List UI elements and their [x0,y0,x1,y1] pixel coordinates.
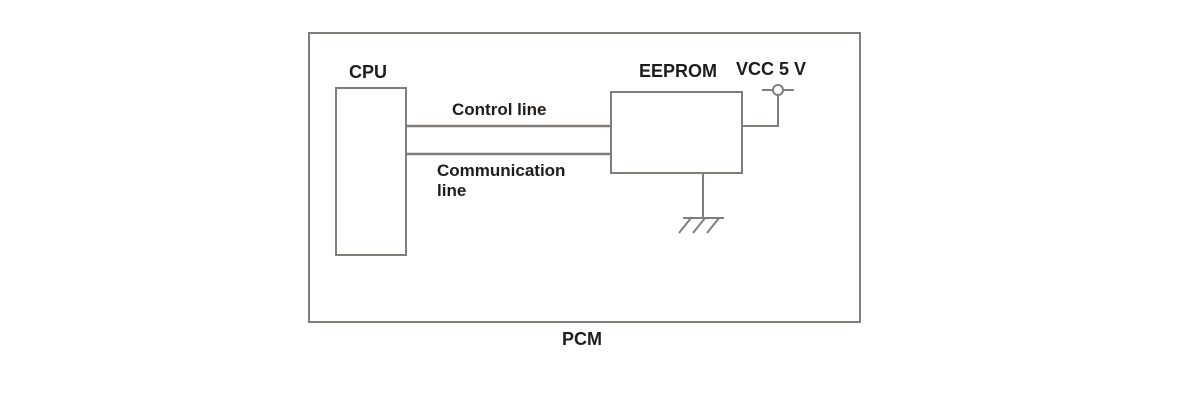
pcm-label: PCM [562,329,602,349]
cpu-box [335,87,407,256]
vcc-wire [742,95,779,127]
vcc-terminal-circle-icon [772,84,784,96]
vcc-label: VCC 5 V [736,59,807,79]
control-line-label: Control line [452,100,547,119]
ground-hatch-2 [692,217,706,234]
ground-hatch-3 [706,217,720,234]
communication-line-label: Communication line [437,161,566,200]
pcm-enclosure-box [308,32,861,323]
chassis-ground-icon [678,217,724,234]
ground-hatch-1 [678,217,692,234]
cpu-label: CPU [349,62,388,82]
eeprom-label: EEPROM [639,61,718,81]
eeprom-box [610,91,743,174]
